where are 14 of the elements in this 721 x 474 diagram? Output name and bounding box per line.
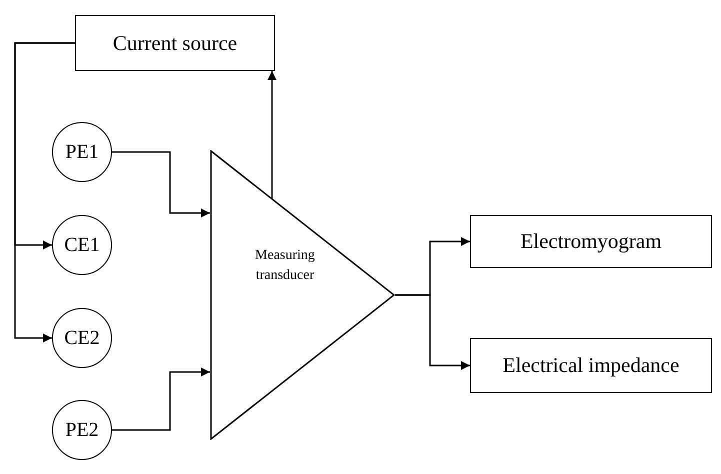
- arrow: [395, 294, 470, 370]
- process-box: Current source: [75, 15, 275, 71]
- electrode-circle: CE2: [52, 308, 112, 368]
- process-box: Electromyogram: [470, 215, 712, 268]
- electrode-circle: CE1: [52, 215, 112, 275]
- arrow: [112, 368, 210, 431]
- arrow: [14, 42, 75, 342]
- node-label: Measuring transducer: [254, 247, 316, 286]
- process-box: Electrical impedance: [470, 338, 712, 393]
- arrow: [112, 151, 210, 218]
- electrode-circle: PE1: [52, 122, 112, 182]
- electrode-circle: PE2: [52, 400, 112, 460]
- amplifier-triangle: [210, 150, 395, 440]
- arrow: [268, 71, 276, 199]
